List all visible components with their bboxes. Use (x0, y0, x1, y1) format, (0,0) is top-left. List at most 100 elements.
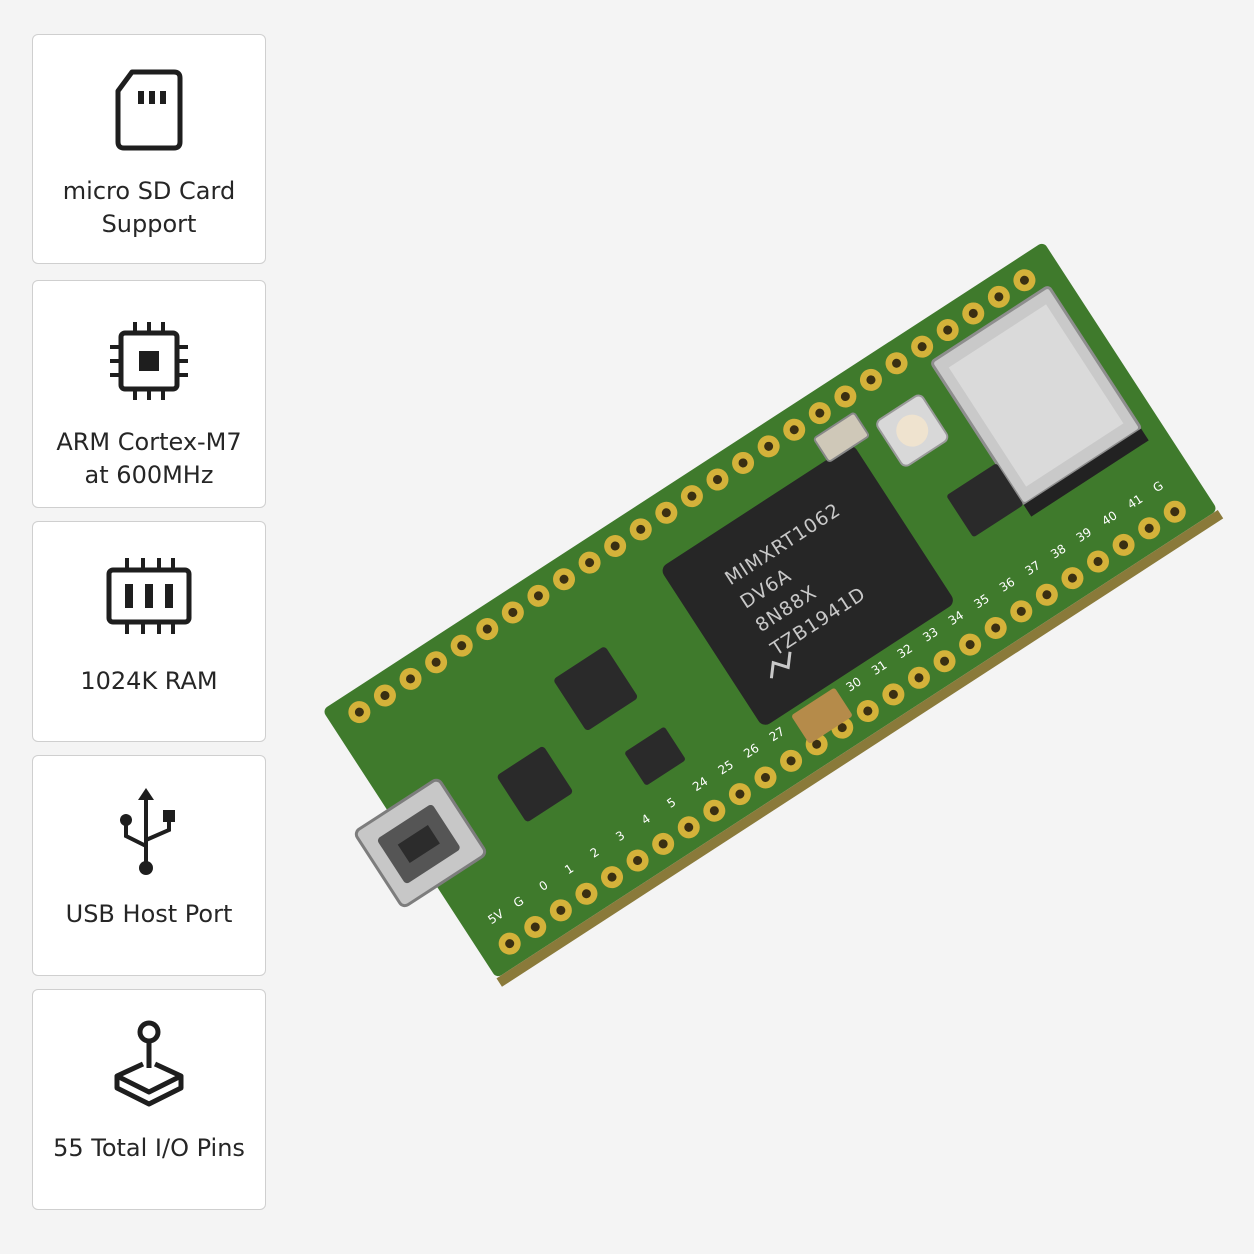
pin-hole (684, 822, 694, 832)
pin-hole (789, 425, 799, 435)
pin-hole (863, 706, 873, 716)
feature-list: micro SD Card Support ARM Cortex-M7 at 6… (0, 0, 300, 1254)
ic-chip (947, 464, 1023, 537)
pin-label: 25 (716, 757, 736, 777)
pin-hole (1019, 275, 1029, 285)
pin-hole (738, 458, 748, 468)
feature-label: 1024K RAM (80, 667, 218, 695)
capacitor (792, 688, 852, 744)
program-button (876, 394, 949, 467)
pin-hole (786, 756, 796, 766)
pin-hole (1144, 523, 1154, 533)
joystick-icon (33, 1018, 265, 1114)
pin-hole (917, 342, 927, 352)
cpu-chip-icon (33, 319, 265, 403)
pin-hole (530, 922, 540, 932)
crystal-oscillator (813, 412, 870, 462)
board-illustration: 5VG0123452425262728293031323334353637383… (324, 243, 1224, 987)
pin-hole (892, 358, 902, 368)
ic-chip (497, 746, 573, 822)
pin-hole (940, 656, 950, 666)
pin-hole (505, 939, 515, 949)
pin-hole (508, 607, 518, 617)
pin-header-top (348, 269, 1036, 724)
pin-hole (585, 558, 595, 568)
pin-hole (991, 623, 1001, 633)
pin-hole (533, 591, 543, 601)
pcb-edge (496, 509, 1224, 987)
pin-hole (431, 657, 441, 667)
usb-icon (33, 786, 265, 878)
pin-hole (968, 308, 978, 318)
pin-hole (1042, 590, 1052, 600)
feature-card-sd-card: micro SD Card Support (32, 34, 266, 264)
feature-card-cpu: ARM Cortex-M7 at 600MHz (32, 280, 266, 508)
pin-hole (1170, 507, 1180, 517)
pin-hole (406, 674, 416, 684)
pin-hole (1016, 606, 1026, 616)
pin-label: 33 (920, 625, 940, 645)
pin-label: 24 (690, 774, 710, 794)
pin-hole (840, 392, 850, 402)
pin-hole (559, 574, 569, 584)
micro-sd-slot (931, 286, 1149, 517)
feature-label: ARM Cortex-M7 at 600MHz (56, 428, 242, 489)
pin-hole (636, 524, 646, 534)
ic-chip (625, 727, 685, 785)
pin-hole (687, 491, 697, 501)
pin-hole (1119, 540, 1129, 550)
pin-hole (1093, 557, 1103, 567)
feature-card-io-pins: 55 Total I/O Pins (32, 989, 266, 1210)
pin-hole (380, 691, 390, 701)
pin-hole (610, 541, 620, 551)
pin-hole (914, 673, 924, 683)
pin-hole (815, 408, 825, 418)
pin-label: 41 (1125, 492, 1145, 512)
pin-hole (965, 640, 975, 650)
pin-label: 35 (971, 591, 991, 611)
pin-hole (712, 475, 722, 485)
pin-hole (812, 739, 822, 749)
pin-hole (837, 723, 847, 733)
pin-label: 37 (1023, 558, 1043, 578)
feature-card-ram: 1024K RAM (32, 521, 266, 742)
pin-label: 27 (767, 724, 787, 744)
ic-chip (554, 647, 638, 730)
pin-hole (633, 856, 643, 866)
ram-module-icon (33, 554, 265, 638)
microcontroller-board-photo: 5VG0123452425262728293031323334353637383… (300, 190, 1240, 1030)
pin-hole (943, 325, 953, 335)
pin-hole (607, 872, 617, 882)
pin-hole (888, 689, 898, 699)
pin-hole (994, 292, 1004, 302)
micro-usb-connector (354, 778, 487, 908)
pin-hole (764, 441, 774, 451)
feature-card-usb: USB Host Port (32, 755, 266, 976)
pin-hole (457, 641, 467, 651)
pin-label: 38 (1048, 542, 1068, 562)
pin-label: 40 (1099, 508, 1119, 528)
micro-sd-card-icon (33, 69, 265, 151)
pin-label: 32 (895, 641, 915, 661)
pin-hole (709, 806, 719, 816)
pin-hole (482, 624, 492, 634)
pin-label: 26 (741, 741, 761, 761)
pin-hole (581, 889, 591, 899)
pin-label: 39 (1074, 525, 1094, 545)
pin-hole (760, 772, 770, 782)
pin-hole (354, 707, 364, 717)
feature-label: micro SD Card Support (62, 177, 236, 238)
pin-hole (866, 375, 876, 385)
feature-label: 55 Total I/O Pins (53, 1134, 245, 1162)
pin-hole (556, 905, 566, 915)
pin-hole (658, 839, 668, 849)
pin-hole (1067, 573, 1077, 583)
pin-label: 31 (869, 658, 889, 678)
pin-label: 34 (946, 608, 966, 628)
pin-label: 36 (997, 575, 1017, 595)
pin-label: 30 (843, 674, 863, 694)
chip-logo-icon (769, 651, 792, 679)
pin-hole (735, 789, 745, 799)
feature-label: USB Host Port (65, 900, 233, 928)
pin-hole (661, 508, 671, 518)
